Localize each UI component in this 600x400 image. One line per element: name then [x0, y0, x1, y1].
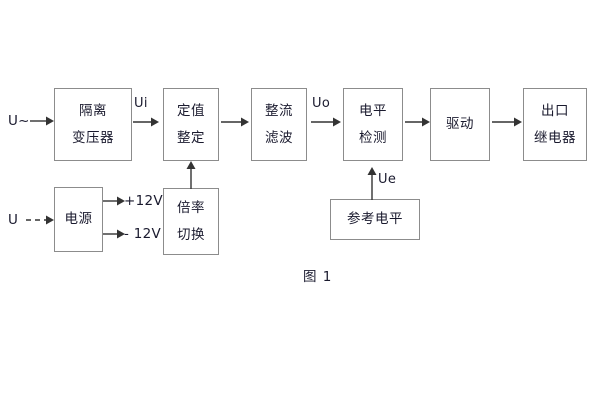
arrow-reference-to-level — [366, 167, 378, 200]
block-multiplier-switch-line-2: 切换 — [177, 227, 205, 243]
block-reference-level: 参考电平 — [330, 199, 420, 240]
arrow-power-minus12v — [103, 228, 125, 240]
block-output-relay: 出口 继电器 — [523, 88, 587, 161]
arrow-input-to-isolation — [30, 115, 54, 127]
arrow-driver-to-relay — [492, 116, 522, 128]
block-isolation-transformer: 隔离 变压器 — [54, 88, 132, 161]
input-dc-label: U — [8, 212, 19, 228]
block-level-detection: 电平 检测 — [343, 88, 403, 161]
block-setting-value: 定值 整定 — [163, 88, 219, 161]
block-rectifier-filter: 整流 滤波 — [251, 88, 307, 161]
arrow-multiplier-to-setting — [185, 161, 197, 189]
signal-label-ui: Ui — [134, 96, 148, 111]
rail-label-plus-12v: +12V — [124, 193, 163, 209]
block-setting-value-line-1: 定值 — [177, 102, 205, 119]
signal-label-uo: Uo — [312, 96, 331, 111]
block-level-detection-line-2: 检测 — [359, 130, 387, 146]
block-driver-line-1: 驱动 — [446, 116, 474, 133]
block-power-supply-line-1: 电源 — [64, 211, 93, 228]
block-level-detection-line-1: 电平 — [359, 102, 387, 119]
input-ac-label: U~ — [8, 113, 30, 129]
arrow-level-to-driver — [405, 116, 430, 128]
signal-label-ue: Ue — [378, 172, 397, 187]
block-multiplier-switch-line-1: 倍率 — [177, 199, 205, 216]
block-driver: 驱动 — [430, 88, 490, 161]
rail-label-minus-12v: - 12V — [124, 226, 162, 242]
block-isolation-transformer-line-1: 隔离 — [79, 102, 107, 119]
block-reference-level-line-1: 参考电平 — [347, 211, 403, 228]
arrow-rectifier-to-level — [311, 116, 341, 128]
arrow-power-plus12v — [103, 195, 125, 207]
block-output-relay-line-2: 继电器 — [534, 130, 576, 146]
arrow-input-to-power-supply — [26, 214, 54, 226]
arrow-isolation-to-setting — [133, 116, 159, 128]
block-multiplier-switch: 倍率 切换 — [163, 188, 219, 255]
block-power-supply: 电源 — [54, 187, 103, 252]
block-output-relay-line-1: 出口 — [541, 102, 569, 119]
figure-caption: 图 1 — [303, 269, 333, 285]
block-isolation-transformer-line-2: 变压器 — [72, 130, 114, 146]
block-rectifier-filter-line-1: 整流 — [265, 102, 293, 119]
arrow-setting-to-rectifier — [221, 116, 249, 128]
block-rectifier-filter-line-2: 滤波 — [265, 130, 293, 146]
block-setting-value-line-2: 整定 — [177, 130, 205, 146]
